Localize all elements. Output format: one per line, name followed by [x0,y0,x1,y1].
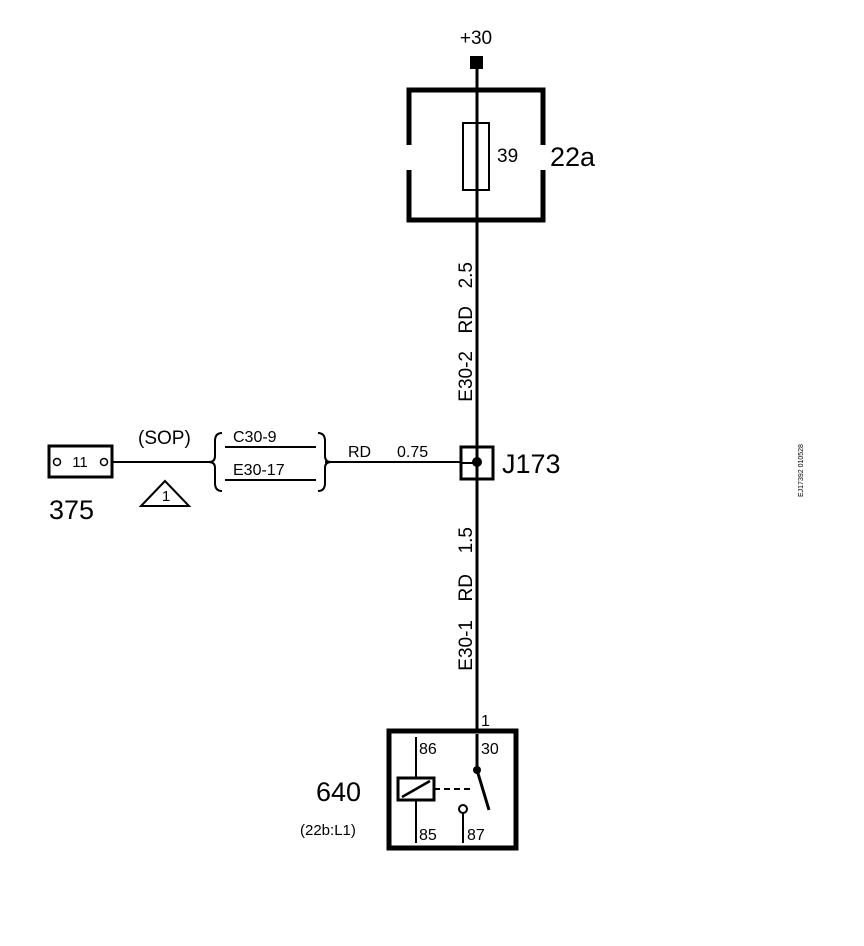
relay-input-pin: 1 [481,713,490,730]
relay-terminal-86: 86 [419,741,437,758]
harness-code-lower: E30-17 [233,462,285,479]
harness-code-upper: C30-9 [233,429,277,446]
upper-wire-code: E30-2 [456,351,477,402]
upper-wire-color: RD [456,306,477,333]
supply-label: +30 [460,28,492,49]
lower-wire-code: E30-1 [456,620,477,671]
relay-reference: (22b:L1) [300,822,356,839]
relay-terminal-30: 30 [481,741,499,758]
note-number: 1 [162,488,170,505]
lower-wire-color: RD [456,574,477,601]
junction-id: J173 [502,449,561,479]
fuse-box-id: 22a [550,142,596,172]
drawing-code: EJ17392 010528 [798,444,805,497]
lower-wire-gauge: 1.5 [456,527,477,553]
junction-dot [472,457,482,467]
note-triangle-icon [138,479,192,507]
connector-pin-right-icon [99,457,109,467]
upper-wire-gauge: 2.5 [456,262,477,288]
side-wire-gauge: 0.75 [397,444,428,461]
relay-contact-87-icon [458,804,468,814]
fuse-box-22a [406,87,546,223]
relay-id: 640 [316,777,361,807]
side-wire-color: RD [348,444,371,461]
relay-640 [386,728,519,851]
connector-pin-number: 11 [72,454,88,471]
connector-pin-left-icon [52,457,62,467]
relay-terminal-85: 85 [419,827,437,844]
relay-switch-icon [475,769,491,811]
relay-terminal-87: 87 [467,827,485,844]
connector-id: 375 [49,495,94,525]
supply-terminal [470,56,483,69]
option-label: (SOP) [138,428,191,449]
fuse-number: 39 [497,146,518,167]
